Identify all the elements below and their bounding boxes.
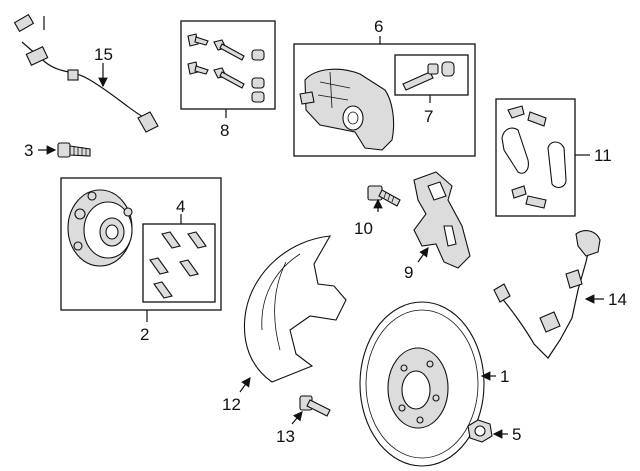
hub-bearing-assembly	[67, 189, 133, 267]
callout-7: 7	[424, 107, 433, 126]
caliper-bolts	[187, 33, 265, 103]
callout-11: 11	[594, 146, 612, 165]
callout-13: 13	[276, 427, 295, 446]
bleeder-kit-box	[394, 54, 469, 96]
bolt-part-10	[367, 185, 401, 207]
callout-4: 4	[176, 197, 185, 216]
hub-bolts-box	[142, 223, 216, 303]
callout-10: 10	[354, 219, 373, 238]
callout-9: 9	[404, 263, 413, 282]
brake-pads	[501, 105, 567, 209]
bleeder-screw-kit	[402, 61, 455, 91]
hub-nut	[467, 419, 493, 443]
callout-3: 3	[24, 141, 33, 160]
callout-1: 1	[500, 367, 509, 386]
brake-rotor	[359, 301, 485, 467]
brake-caliper	[299, 68, 395, 151]
hub-box	[60, 177, 222, 311]
bolt-part-13	[299, 395, 331, 417]
caliper-bolts-box	[180, 20, 276, 110]
brake-pads-box	[495, 98, 576, 217]
caliper-box	[293, 43, 476, 157]
hub-bolts	[149, 231, 207, 299]
bolt-part-3	[57, 142, 91, 158]
dust-shield	[243, 235, 347, 383]
pad-wear-sensor	[493, 230, 601, 359]
callout-8: 8	[220, 121, 229, 140]
wheel-speed-sensor-harness	[13, 13, 159, 133]
callout-12: 12	[222, 395, 241, 414]
callout-labels: 1 2 3 4 5 6 7 8 9 10 11 12 13 14 15	[24, 17, 627, 446]
callout-15: 15	[94, 45, 113, 64]
caliper-bracket	[413, 171, 471, 269]
callout-5: 5	[512, 425, 521, 444]
callout-2: 2	[140, 325, 149, 344]
callout-6: 6	[374, 17, 383, 36]
leader-lines	[38, 36, 604, 439]
callout-14: 14	[608, 290, 627, 309]
